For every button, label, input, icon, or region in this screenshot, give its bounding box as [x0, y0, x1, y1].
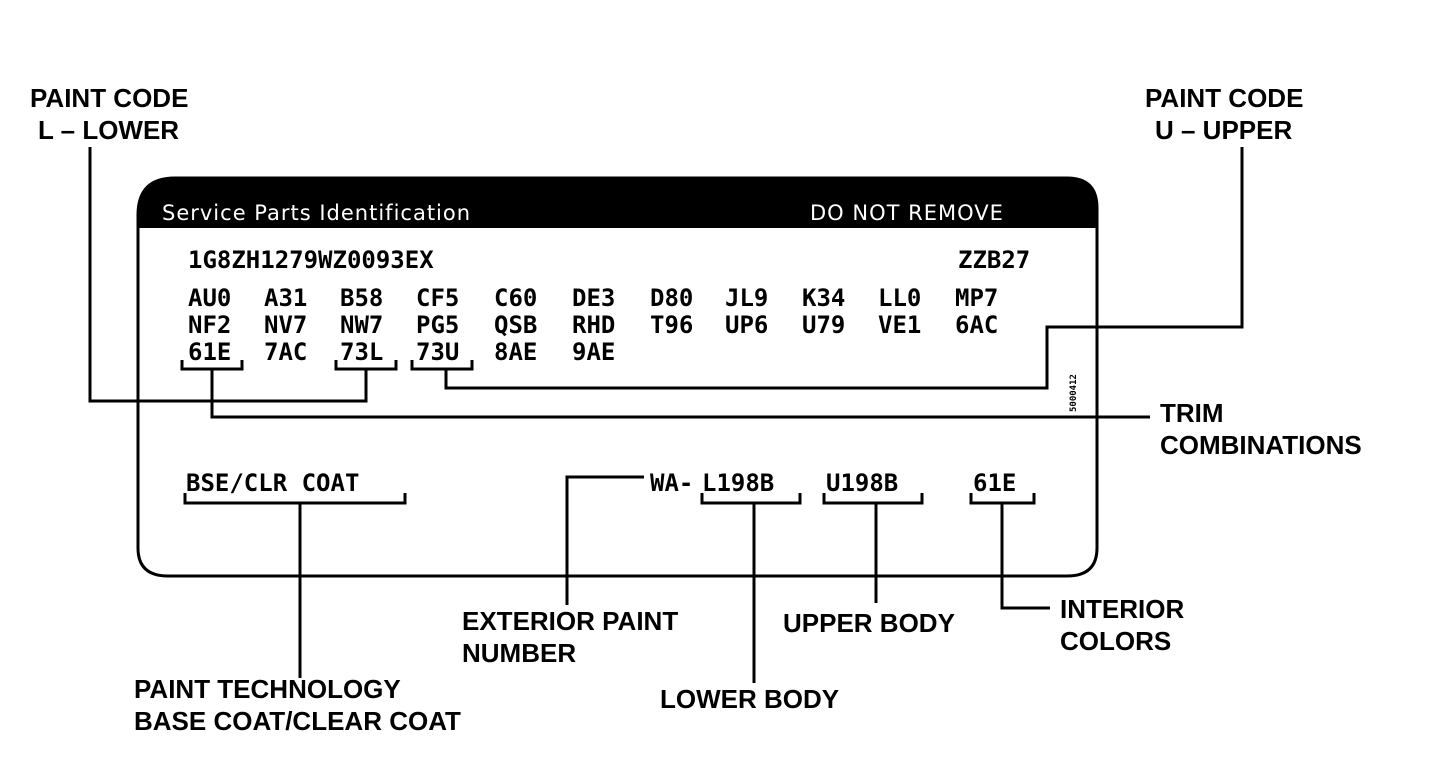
rpo-code: B58 [340, 284, 383, 312]
leader-paint-code-lower [88, 147, 368, 403]
rpo-code: NV7 [264, 311, 307, 339]
leader-paint-code-upper [444, 147, 1244, 390]
rpo-code: NF2 [188, 311, 231, 339]
paint-tech-code: BSE/CLR COAT [186, 469, 359, 497]
callout-interior-line2: COLORS [1060, 626, 1171, 656]
callout-paint-tech-line2: BASE COAT/CLEAR COAT [134, 706, 461, 736]
rpo-code: 61E [188, 338, 231, 366]
callout-paint-code-upper-line1: PAINT CODE [1145, 83, 1303, 113]
bracket-73u [410, 360, 474, 371]
rpo-code: UP6 [725, 311, 768, 339]
leader-trim-combinations [210, 369, 1150, 419]
rpo-code: 8AE [494, 338, 537, 366]
callout-paint-code-upper-line2: U – UPPER [1155, 115, 1292, 145]
rpo-code: 7AC [264, 338, 307, 366]
callout-interior-line1: INTERIOR [1060, 594, 1184, 624]
rpo-code: CF5 [416, 284, 459, 312]
paint-prefix: WA- [650, 469, 693, 497]
rpo-code: A31 [264, 284, 307, 312]
rpo-code: PG5 [416, 311, 459, 339]
vin-text: 1G8ZH1279WZ0093EX [188, 246, 434, 274]
label-side-code: 5000412 [1069, 374, 1079, 412]
rpo-code: 73L [340, 338, 383, 366]
rpo-code: C60 [494, 284, 537, 312]
rpo-code: VE1 [878, 311, 921, 339]
rpo-code: U79 [802, 311, 845, 339]
callout-paint-tech-line1: PAINT TECHNOLOGY [134, 674, 401, 704]
rpo-code: JL9 [725, 284, 768, 312]
rpo-code: 6AC [955, 311, 998, 339]
label-warning: DO NOT REMOVE [810, 201, 1004, 225]
rpo-code: D80 [650, 284, 693, 312]
leader-interior-colors [1000, 503, 1050, 610]
rpo-code: T96 [650, 311, 693, 339]
paint-upper-code: U198B [826, 469, 898, 497]
callout-paint-code-lower-line2: L – LOWER [38, 115, 179, 145]
rpo-code: RHD [572, 311, 615, 339]
label-header-band [138, 178, 1097, 228]
rpo-code: MP7 [955, 284, 998, 312]
callout-upper-body: UPPER BODY [783, 608, 955, 638]
rpo-code: K34 [802, 284, 845, 312]
callout-trim-line1: TRIM [1160, 398, 1224, 428]
callout-trim-line2: COMBINATIONS [1160, 430, 1362, 460]
rpo-code: DE3 [572, 284, 615, 312]
paint-lower-code: L198B [702, 469, 774, 497]
callout-paint-code-lower-line1: PAINT CODE [30, 83, 188, 113]
rpo-code: QSB [494, 311, 537, 339]
rpo-code: NW7 [340, 311, 383, 339]
rpo-code: AU0 [188, 284, 231, 312]
label-outline [136, 176, 1099, 578]
wheelbase-code: ZZB27 [958, 246, 1030, 274]
bracket-paint-lower [700, 493, 802, 505]
rpo-code: 9AE [572, 338, 615, 366]
trim-code: 61E [973, 469, 1016, 497]
bracket-paint-tech [183, 493, 407, 505]
label-title: Service Parts Identification [162, 201, 471, 225]
callout-lower-body: LOWER BODY [660, 684, 839, 714]
rpo-code: 73U [416, 338, 459, 366]
bracket-paint-upper [822, 493, 924, 505]
callout-exterior-line1: EXTERIOR PAINT [462, 606, 678, 636]
callout-exterior-line2: NUMBER [462, 638, 576, 668]
leader-exterior-paint [565, 475, 644, 605]
rpo-code: LL0 [878, 284, 921, 312]
